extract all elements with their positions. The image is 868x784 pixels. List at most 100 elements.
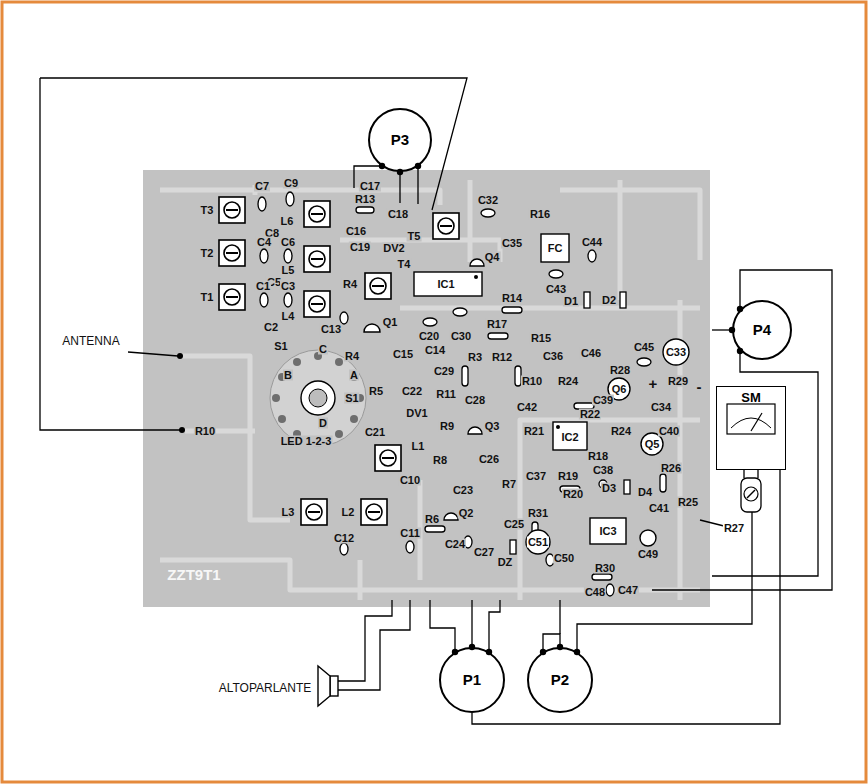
capacitor-symbol bbox=[588, 250, 596, 262]
part-label: T1 bbox=[200, 292, 215, 303]
part-label: C42 bbox=[516, 402, 538, 413]
part-label: C40 bbox=[658, 426, 680, 437]
pcb-trace bbox=[618, 180, 623, 300]
trimmer bbox=[304, 201, 330, 227]
wire-connector bbox=[472, 470, 780, 724]
wire bbox=[559, 600, 560, 634]
part-label: R22 bbox=[579, 409, 601, 420]
part-label: C29 bbox=[433, 366, 455, 377]
part-label: Q5 bbox=[644, 439, 661, 450]
capacitor-symbol bbox=[637, 358, 651, 366]
trimmer bbox=[304, 291, 330, 317]
wire-joint bbox=[486, 649, 492, 655]
trimmer bbox=[375, 445, 401, 471]
part-label: IC2 bbox=[560, 432, 579, 443]
trimmer-r27 bbox=[741, 478, 761, 512]
part-label: C15 bbox=[392, 349, 414, 360]
part-label: D1 bbox=[563, 296, 579, 307]
capacitor-symbol bbox=[481, 209, 495, 217]
wire bbox=[338, 600, 410, 690]
transistor-symbol bbox=[364, 324, 380, 332]
switch-position: D bbox=[318, 418, 328, 429]
wire-label: ANTENNA bbox=[61, 335, 120, 347]
part-label: R8 bbox=[432, 455, 448, 466]
wire bbox=[577, 512, 752, 652]
part-label: R18 bbox=[587, 451, 609, 462]
wire bbox=[338, 600, 392, 681]
capacitor-symbol bbox=[340, 312, 348, 324]
trimmer bbox=[361, 499, 387, 525]
rotary-switch bbox=[301, 381, 335, 415]
wire-joint bbox=[415, 163, 421, 169]
wire bbox=[652, 270, 832, 590]
wire bbox=[743, 470, 744, 478]
trimmer bbox=[219, 197, 459, 525]
wire bbox=[757, 470, 758, 478]
capacitor-symbol bbox=[284, 293, 292, 307]
ic-package bbox=[541, 234, 569, 262]
node-label: P3 bbox=[391, 132, 409, 149]
part-label: C34 bbox=[650, 402, 672, 413]
part-label: R12 bbox=[491, 352, 513, 363]
pcb-trace bbox=[400, 306, 700, 311]
wire bbox=[40, 78, 467, 210]
part-label: T5 bbox=[407, 231, 422, 242]
speaker-symbol bbox=[318, 666, 330, 706]
part-label: R7 bbox=[501, 479, 517, 490]
rotary-switch bbox=[309, 389, 327, 407]
part-label: C39 bbox=[592, 395, 614, 406]
transistor-symbol bbox=[444, 513, 458, 520]
ic-pin1-dot bbox=[474, 275, 478, 279]
round-component bbox=[526, 530, 550, 554]
trimmer bbox=[219, 197, 245, 223]
part-label: R21 bbox=[523, 426, 545, 437]
pcb-trace bbox=[560, 190, 700, 260]
part-label: C16 bbox=[345, 226, 367, 237]
rotary-switch bbox=[272, 394, 280, 402]
resistor-symbol bbox=[488, 333, 508, 339]
pcb-trace bbox=[358, 560, 363, 600]
part-label: C36 bbox=[542, 351, 564, 362]
part-label: R27 bbox=[723, 523, 745, 534]
part-label: C12 bbox=[333, 533, 355, 544]
capacitor-symbol bbox=[258, 197, 266, 211]
part-label: C38 bbox=[592, 465, 614, 476]
part-label: DV2 bbox=[382, 243, 405, 254]
part-label: R6 bbox=[424, 514, 440, 525]
part-label: D3 bbox=[601, 483, 617, 494]
capacitor-symbol bbox=[406, 541, 414, 553]
wire-joint bbox=[540, 649, 546, 655]
part-label: Q3 bbox=[484, 421, 501, 432]
part-label: C46 bbox=[580, 348, 602, 359]
wire-joint bbox=[469, 644, 475, 650]
part-label: R25 bbox=[677, 497, 699, 508]
part-label: C49 bbox=[637, 549, 659, 560]
trimmer bbox=[304, 246, 330, 272]
meter-symbol bbox=[751, 413, 762, 431]
polarity-mark: + bbox=[648, 376, 659, 391]
part-label: R13 bbox=[354, 194, 376, 205]
part-label: C30 bbox=[450, 331, 472, 342]
part-label: C28 bbox=[464, 395, 486, 406]
trimmer bbox=[301, 499, 327, 525]
part-label: C35 bbox=[501, 238, 523, 249]
part-label: R9 bbox=[439, 421, 455, 432]
capacitor-symbol bbox=[549, 270, 563, 278]
round-component bbox=[663, 339, 689, 365]
capacitor-symbol bbox=[258, 192, 651, 596]
rotary-switch bbox=[293, 358, 301, 366]
part-label: C17 bbox=[359, 181, 381, 192]
trimmer-r27 bbox=[747, 490, 755, 498]
part-label: C48 bbox=[584, 587, 606, 598]
part-label: C1 bbox=[255, 281, 271, 292]
rotary-switch bbox=[335, 430, 343, 438]
switch-position: S1 bbox=[273, 341, 288, 352]
part-label: R10 bbox=[194, 426, 216, 437]
part-label: L3 bbox=[281, 507, 296, 518]
part-label: R10 bbox=[521, 376, 543, 387]
node-label: P4 bbox=[753, 322, 771, 339]
ic-package bbox=[414, 272, 482, 296]
rotary-switch bbox=[278, 415, 286, 423]
